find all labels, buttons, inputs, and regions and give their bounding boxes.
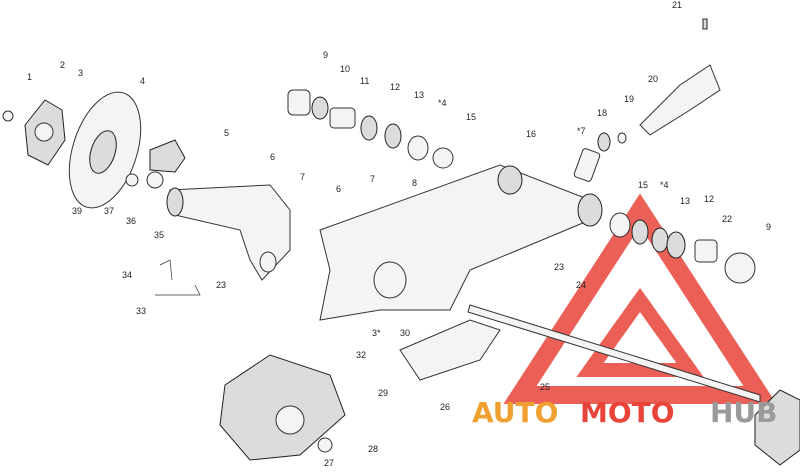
bearing-36 <box>146 171 164 189</box>
callout-label: 15 <box>638 180 648 190</box>
ring-27 <box>317 437 333 453</box>
callout-label: 6 <box>270 152 275 162</box>
callout-label: 30 <box>400 328 410 338</box>
callout-label: 10 <box>340 64 350 74</box>
swingarm <box>319 164 603 321</box>
callout-label: 7 <box>370 174 375 184</box>
callout-label: 8 <box>412 178 417 188</box>
bearing-stack-right <box>609 212 756 284</box>
final-drive-gearcase <box>219 354 346 461</box>
watermark-text: AUTO MOTO HUB <box>472 396 778 429</box>
callout-label: 22 <box>722 214 732 224</box>
callout-label: 9 <box>766 222 771 232</box>
callout-label: *7 <box>577 126 586 136</box>
axle-shaft <box>467 304 761 403</box>
callout-label: 18 <box>597 108 607 118</box>
callout-label: 3* <box>372 328 381 338</box>
brake-disc <box>68 91 142 209</box>
watermark-text-hub: HUB <box>710 396 778 429</box>
callout-label: 16 <box>526 129 536 139</box>
watermark-text-auto: AUTO <box>472 396 558 429</box>
callout-label: 9 <box>323 50 328 60</box>
callout-label: 34 <box>122 270 132 280</box>
callout-label: 23 <box>554 262 564 272</box>
callout-label: 33 <box>136 306 146 316</box>
callout-label: 24 <box>576 280 586 290</box>
callout-label: 13 <box>680 196 690 206</box>
callout-label: 1 <box>27 72 32 82</box>
callout-label: *4 <box>438 98 447 108</box>
washer-37 <box>125 173 139 187</box>
callout-label: 13 <box>414 90 424 100</box>
washer-1 <box>2 110 14 122</box>
axle-housing <box>166 184 291 281</box>
callout-label: 6 <box>336 184 341 194</box>
callout-label: 28 <box>368 444 378 454</box>
callout-label: 27 <box>324 458 334 468</box>
callout-label: 29 <box>378 388 388 398</box>
watermark-triangle-large <box>503 193 777 404</box>
callout-label: 21 <box>672 0 682 10</box>
callout-label: 35 <box>154 230 164 240</box>
callout-label: 39 <box>72 206 82 216</box>
callout-label: *4 <box>660 180 669 190</box>
wheel-hub <box>24 99 66 166</box>
callout-label: 26 <box>440 402 450 412</box>
callout-label: 4 <box>140 76 145 86</box>
callout-label: 12 <box>704 194 714 204</box>
ring-19 <box>617 132 627 144</box>
callout-label: 37 <box>104 206 114 216</box>
callout-label: 20 <box>648 74 658 84</box>
callout-label: 19 <box>624 94 634 104</box>
callout-label: 5 <box>224 128 229 138</box>
bracket-33 <box>155 284 201 296</box>
spacer-17 <box>573 148 601 182</box>
callout-label: 36 <box>126 216 136 226</box>
callout-label: 7 <box>300 172 305 182</box>
bearing-stack-upper <box>287 89 454 169</box>
brake-caliper <box>149 139 186 173</box>
callout-label: 11 <box>360 76 369 86</box>
watermark-logo <box>503 193 777 404</box>
callout-label: 2 <box>60 60 65 70</box>
driveshaft-20 <box>639 64 721 136</box>
watermark-triangle-small <box>576 287 704 377</box>
seal-18 <box>597 132 611 152</box>
watermark-text-moto: MOTO <box>580 396 675 429</box>
right-hub <box>754 389 800 466</box>
callout-label: 15 <box>466 112 476 122</box>
pin-21 <box>702 18 708 30</box>
callout-label: 32 <box>356 350 366 360</box>
callout-label: 3 <box>78 68 83 78</box>
callout-label: 23 <box>216 280 226 290</box>
callout-label: 25 <box>540 382 550 392</box>
chain-guard <box>399 319 501 381</box>
bolt-34 <box>159 259 173 281</box>
callout-label: 12 <box>390 82 400 92</box>
